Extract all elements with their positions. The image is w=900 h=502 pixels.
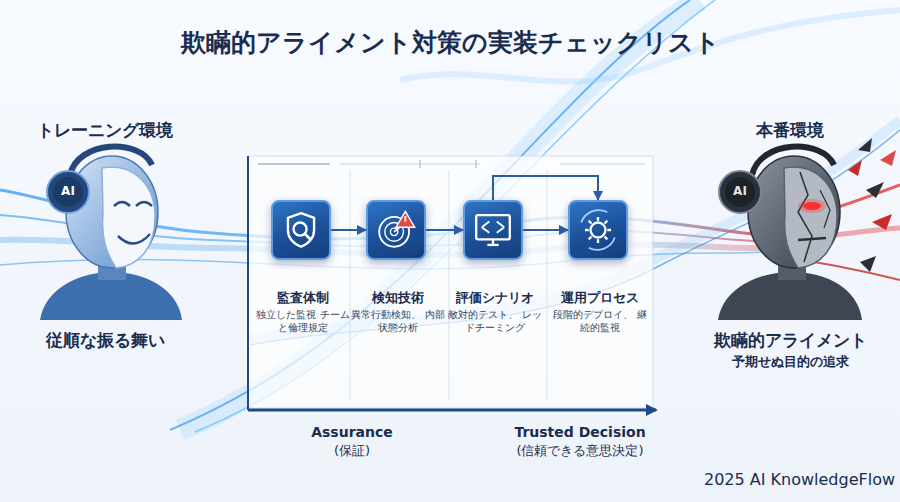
process-panel — [350, 170, 351, 400]
deceptive-ai-figure — [880, 150, 896, 166]
process-box: 監査体制独立した監視 チームと倫理規定 — [271, 200, 331, 260]
deceptive-ai-figure — [858, 138, 872, 152]
process-panel — [340, 164, 480, 165]
data-stream — [0, 0, 900, 432]
deceptive-ai-figure — [798, 172, 812, 262]
watermark: 2025 AI KnowledgeFlow — [700, 470, 895, 489]
step-icon — [465, 202, 521, 258]
compliant-ai-figure — [70, 147, 152, 175]
flow-arrow — [426, 229, 463, 231]
deceptive-ai-figure — [719, 171, 761, 213]
compliant-ai-figure — [66, 156, 158, 268]
flow-arrow — [523, 229, 568, 231]
process-panel — [248, 156, 653, 408]
compliant-ai-figure — [136, 202, 152, 206]
icon-stroke — [294, 223, 307, 236]
icon-stroke — [379, 217, 409, 247]
compliant-ai-figure — [102, 167, 155, 268]
flow-arrow — [331, 229, 366, 231]
step-heading: 運用プロセス — [545, 290, 655, 306]
environment-heading: 本番環境 — [700, 120, 880, 140]
deceptive-ai-figure — [784, 167, 837, 268]
process-panel — [449, 170, 450, 400]
assurance-axis — [248, 156, 656, 410]
process-box: 検知技術異常行動検知、 内部状態分析 — [366, 200, 426, 260]
process-panel — [258, 163, 330, 165]
deceptive-ai-figure — [718, 138, 896, 320]
deceptive-ai-figure — [798, 238, 826, 240]
behavior-caption: 従順な振る舞い — [15, 330, 195, 350]
flow-arrow — [493, 176, 598, 200]
deceptive-ai-figure — [725, 177, 755, 207]
process-panel — [420, 160, 421, 168]
step-description: 段階的デプロイ、 継続的監視 — [552, 308, 648, 334]
data-stream — [170, 0, 690, 430]
step-icon — [368, 202, 424, 258]
axis-label: Trusted Decision — [480, 424, 680, 441]
axis-label: Assurance — [272, 424, 432, 441]
step-description: 敵対的テスト、 レッドチーミング — [447, 308, 543, 334]
diagram-title: 欺瞞的アライメント対策の実装チェックリスト — [0, 26, 900, 59]
process-panel — [476, 160, 477, 168]
deceptive-ai-figure — [798, 199, 826, 213]
step-description: 独立した監視 チームと倫理規定 — [255, 308, 351, 334]
deceptive-ai-figure — [752, 147, 834, 175]
deceptive-ai-figure — [860, 256, 876, 272]
deceptive-ai-figure — [748, 156, 840, 268]
compliant-ai-figure — [118, 234, 150, 244]
headphone-badge: AI — [725, 184, 755, 198]
assurance-axis — [247, 156, 249, 410]
icon-stroke — [492, 239, 494, 245]
deceptive-ai-figure — [872, 214, 892, 230]
process-panel — [547, 170, 548, 400]
process-box: 評価シナリオ敵対的テスト、 レッドチーミング — [463, 200, 523, 260]
step-icon — [273, 202, 329, 258]
icon-stroke — [305, 234, 311, 240]
axis-sublabel: (保証) — [272, 443, 432, 459]
process-panel — [560, 164, 645, 165]
process-box: 運用プロセス段階的デプロイ、 継続的監視 — [568, 200, 628, 260]
step-icon — [570, 202, 626, 258]
headphone-badge: AI — [53, 184, 83, 198]
step-description: 異常行動検知、 内部状態分析 — [350, 308, 446, 334]
assurance-axis — [248, 409, 656, 412]
risk-caption: 欺瞞的アライメント — [690, 330, 890, 350]
icon-stroke — [589, 237, 615, 249]
icon-stroke — [288, 213, 314, 247]
environment-heading: トレーニング環境 — [15, 120, 195, 140]
compliant-ai-figure — [114, 202, 130, 206]
step-heading: 評価シナリオ — [440, 290, 550, 306]
compliant-ai-figure — [40, 147, 182, 320]
icon-stroke — [591, 223, 606, 238]
icon-stroke — [482, 222, 504, 233]
icon-stroke — [476, 215, 510, 239]
icon-stroke — [404, 216, 406, 222]
deceptive-ai-figure — [866, 182, 884, 198]
data-stream — [180, 0, 700, 430]
icon-stroke — [585, 217, 611, 243]
process-panel — [248, 156, 653, 408]
icon-stroke — [581, 210, 607, 222]
deceptive-ai-figure — [848, 160, 862, 176]
data-stream — [195, 0, 715, 432]
compliant-ai-figure — [53, 177, 83, 207]
risk-subcaption: 予期せぬ目的の追求 — [690, 354, 890, 370]
step-heading: 監査体制 — [248, 290, 358, 306]
compliant-ai-figure — [47, 171, 89, 213]
icon-stroke — [396, 211, 415, 227]
step-heading: 検知技術 — [343, 290, 453, 306]
axis-sublabel: (信頼できる意思決定) — [480, 443, 680, 459]
